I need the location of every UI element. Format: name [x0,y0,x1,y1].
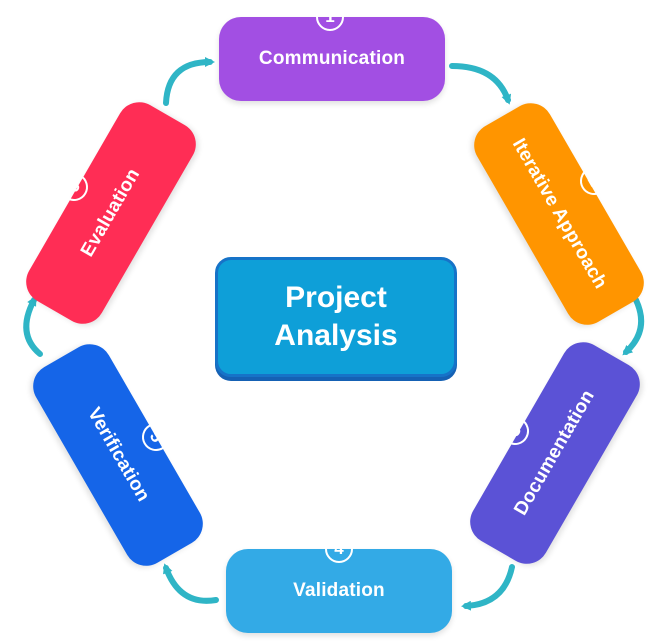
step-label: Verification [83,404,154,506]
arrow-6-to-1 [163,57,215,106]
center-title-line1: Project [285,281,387,314]
step-label: Communication [258,48,406,69]
center-title-box: Project Analysis [215,257,457,377]
arrow-2-to-3 [622,297,645,356]
step-communication[interactable]: Communication [219,17,445,101]
step-number-badge: 4 [325,535,353,563]
arrow-3-to-4 [461,564,515,611]
arrow-4-to-5 [163,563,219,604]
step-number-badge: 1 [316,3,344,31]
step-label: Validation [293,580,385,601]
arrow-1-to-2 [449,63,512,105]
center-title-line2: Analysis [274,319,398,352]
step-validation[interactable]: Validation [226,549,452,633]
step-label: Evaluation [76,165,145,261]
arrow-5-to-6 [23,295,43,357]
